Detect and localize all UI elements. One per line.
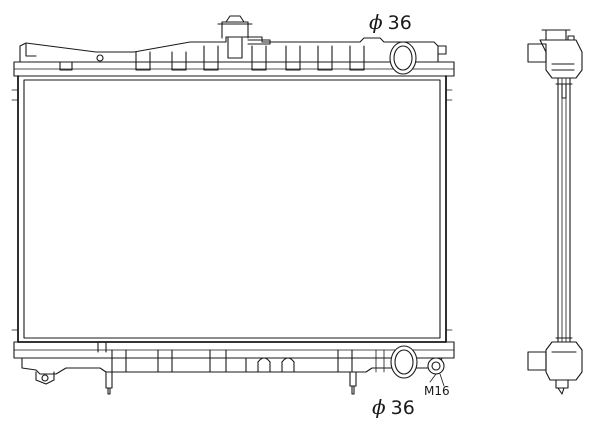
thread-label: M16 (424, 384, 450, 398)
radiator-front-view (11, 15, 455, 395)
diameter-symbol: ϕ (369, 10, 383, 34)
radiator-side-view (527, 29, 583, 395)
bottom-diameter-value: 36 (390, 397, 415, 419)
diameter-symbol: ϕ (372, 395, 386, 419)
lower-tank (13, 341, 455, 395)
top-diameter-value: 36 (387, 12, 412, 34)
upper-tank (13, 15, 455, 77)
thread-leader (429, 373, 437, 383)
thread-value: M16 (424, 384, 450, 398)
radiator-core (11, 75, 453, 343)
